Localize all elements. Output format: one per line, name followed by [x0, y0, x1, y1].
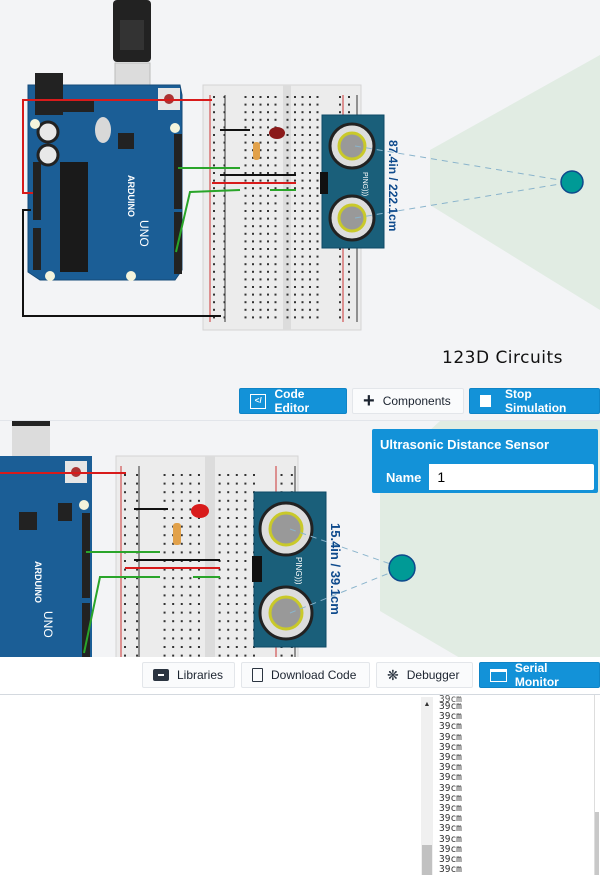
wire-red-5v — [22, 99, 212, 194]
download-code-button[interactable]: Download Code — [241, 662, 370, 688]
sensor-label: PING))) — [361, 172, 368, 196]
circuit-canvas-top[interactable]: ARDUINO UNO — [0, 0, 600, 415]
serial-line: 39cm — [439, 782, 462, 794]
serial-line: 39cm — [439, 711, 462, 723]
serial-line: 39cm — [439, 772, 462, 784]
serial-line: 39cm — [439, 833, 462, 845]
wire-black-gnd — [22, 209, 221, 317]
ultrasonic-sensor: PING))) — [320, 114, 385, 249]
debugger-button[interactable]: ❋ Debugger — [376, 662, 473, 688]
serial-scrollbar-thumb[interactable] — [595, 812, 599, 875]
serial-line: 39cm — [439, 803, 462, 815]
brand-logo-text: 123D Circuits — [442, 348, 564, 368]
svg-text:ARDUINO: ARDUINO — [33, 561, 43, 603]
name-input[interactable] — [429, 464, 580, 490]
target-object — [560, 170, 584, 194]
distance-readout-bottom: 15.4in / 39.1cm — [328, 523, 343, 615]
serial-line: 39cm — [439, 854, 462, 866]
code-scrollbar-thumb[interactable] — [422, 845, 432, 875]
led — [191, 504, 209, 518]
serial-line: 39cm — [439, 792, 462, 804]
sensor-cone — [430, 55, 600, 310]
serial-line: 39cm — [439, 843, 462, 855]
serial-line: 39cm — [439, 762, 462, 774]
serial-line: 39cm — [439, 864, 462, 875]
serial-scrollbar[interactable] — [594, 695, 600, 875]
arduino-board: ARDUINO UNO — [27, 73, 183, 281]
code-panel-toolbar: Libraries Download Code ❋ Debugger Seria… — [0, 657, 600, 695]
code-icon: </ — [250, 393, 267, 409]
code-scrollbar[interactable]: ▲ — [421, 697, 433, 875]
name-label: Name — [378, 464, 430, 490]
serial-line: 39cm — [439, 813, 462, 825]
wire-green-2 — [83, 576, 160, 654]
components-button[interactable]: + Components — [352, 388, 464, 414]
serial-line: 39cm — [439, 752, 462, 764]
stop-simulation-button[interactable]: Stop Simulation — [469, 387, 600, 415]
ultrasonic-sensor: PING))) — [252, 491, 327, 648]
distance-readout-top: 87.4in / 222.1cm — [386, 140, 400, 231]
resistor — [253, 142, 260, 160]
component-inspector: Ultrasonic Distance Sensor Name — [372, 429, 598, 493]
inspector-title: Ultrasonic Distance Sensor — [380, 437, 550, 452]
scroll-up-arrow[interactable]: ▲ — [423, 701, 431, 708]
led — [269, 127, 285, 139]
bug-icon: ❋ — [387, 666, 399, 683]
stop-icon — [480, 395, 492, 407]
code-editor-button[interactable]: </ Code Editor — [239, 387, 347, 415]
serial-line: 39cm — [439, 823, 462, 835]
name-field-group: Name — [377, 463, 595, 491]
plus-icon: + — [363, 390, 375, 412]
serial-line: 39cm — [439, 731, 462, 743]
file-download-icon — [252, 668, 263, 682]
serial-monitor-panel — [0, 695, 600, 875]
resistor — [173, 523, 181, 545]
circuit-canvas-bottom[interactable]: ARDUINO UNO PING))) 15.4in / 39.1c — [0, 420, 600, 658]
svg-text:PING))): PING))) — [294, 557, 303, 585]
serial-line: 39cm — [439, 701, 462, 712]
circuit-drawing-top: ARDUINO UNO — [22, 0, 600, 331]
serial-line: 39cm — [439, 721, 462, 733]
archive-icon — [153, 669, 169, 681]
wire-green-2 — [175, 189, 241, 253]
uno-label: UNO — [137, 220, 151, 247]
libraries-button[interactable]: Libraries — [142, 662, 235, 688]
arduino-label: ARDUINO — [126, 175, 136, 217]
serial-monitor-button[interactable]: Serial Monitor — [479, 661, 600, 689]
serial-line: 39cm — [439, 741, 462, 753]
svg-text:UNO: UNO — [41, 611, 55, 638]
window-icon — [490, 668, 507, 682]
target-object — [388, 554, 416, 582]
